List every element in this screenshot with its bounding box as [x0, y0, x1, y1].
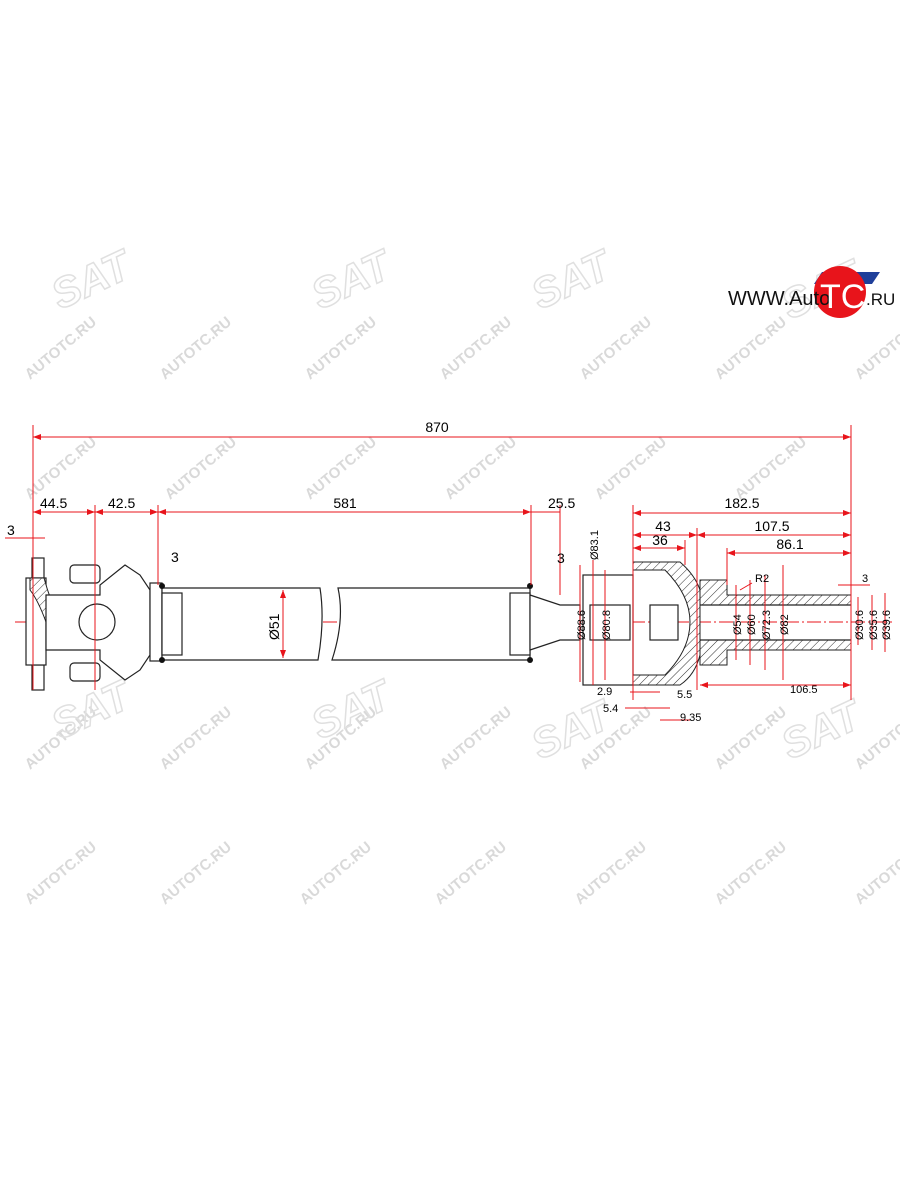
dim-tube-dia: Ø51	[266, 613, 282, 640]
dim-dia-60: Ø60	[746, 614, 758, 635]
dimension-lines	[5, 425, 886, 721]
dim-cv-total: 182.5	[724, 495, 759, 511]
weld-callout-left: 3	[171, 549, 179, 565]
logo-brand: TC	[820, 278, 865, 316]
watermark-text: AUTOTC.RU	[157, 838, 235, 908]
watermark-text: AUTOTC.RU	[572, 838, 650, 908]
watermark-text: AUTOTC.RU	[432, 838, 510, 908]
watermark-text: AUTOTC.RU	[437, 703, 515, 773]
watermark-text: AUTOTC.RU	[712, 313, 790, 383]
dim-5-5: 5.5	[677, 689, 692, 701]
watermark-text: AUTOTC.RU	[852, 313, 900, 383]
dim-dia-88-6: Ø88.6	[576, 610, 588, 640]
dim-dia-83-1: Ø83.1	[589, 530, 601, 560]
dim-dia-80-8: Ø80.8	[601, 610, 613, 640]
shaft-tube	[159, 583, 581, 663]
watermark-text: AUTOTC.RU	[592, 433, 670, 503]
watermark-text: AUTOTC.RU	[442, 433, 520, 503]
watermark-text: AUTOTC.RU	[437, 313, 515, 383]
watermark-logo: SAT	[44, 240, 140, 318]
dim-flange-thk: 3	[7, 522, 15, 538]
dim-dia-54: Ø54	[732, 614, 744, 635]
watermark-text: AUTOTC.RU	[577, 313, 655, 383]
flange-yoke	[25, 557, 163, 691]
dim-dia-35-6: Ø35.6	[868, 610, 880, 640]
watermark-text: AUTOTC.RU	[852, 838, 900, 908]
watermark-text: AUTOTC.RU	[302, 433, 380, 503]
watermark-text: AUTOTC.RU	[157, 313, 235, 383]
dim-yoke1: 44.5	[40, 495, 67, 511]
dim-dia-82: Ø82	[779, 614, 791, 635]
dim-106-5: 106.5	[790, 684, 818, 696]
dim-dia-72-3: Ø72.3	[761, 610, 773, 640]
watermark-text: AUTOTC.RU	[852, 703, 900, 773]
watermark-text: AUTOTC.RU	[162, 433, 240, 503]
weld-callout-right: 3	[557, 550, 565, 566]
dim-radius: R2	[755, 573, 769, 585]
dim-86-1: 86.1	[776, 536, 803, 552]
watermark-logo: SAT	[524, 240, 620, 318]
dim-36: 36	[652, 532, 668, 548]
dim-tube: 581	[333, 495, 357, 511]
dim-overall: 870	[425, 419, 449, 435]
logo-suffix: .RU	[866, 290, 895, 309]
dim-2-9: 2.9	[597, 686, 612, 698]
watermark-text: AUTOTC.RU	[732, 433, 810, 503]
dimension-labels: 870 3 44.5 42.5 581 25.5 182.5 43 107.5 …	[7, 419, 893, 724]
watermark-logo: SAT	[44, 670, 140, 748]
dim-5-4: 5.4	[603, 703, 618, 715]
dim-weld-right: 25.5	[548, 495, 575, 511]
dim-chamfer: 3	[862, 573, 868, 585]
watermark-text: AUTOTC.RU	[22, 838, 100, 908]
watermark-text: AUTOTC.RU	[712, 838, 790, 908]
watermark-logo: SAT	[304, 240, 400, 318]
watermark-text: AUTOTC.RU	[712, 703, 790, 773]
dim-dia-39-6: Ø39.6	[881, 610, 893, 640]
watermark-text: AUTOTC.RU	[157, 703, 235, 773]
watermark-text: AUTOTC.RU	[22, 313, 100, 383]
dim-dia-30-6: Ø30.6	[854, 610, 866, 640]
dim-9-35: 9.35	[680, 712, 701, 724]
logo-prefix: WWW.Auto	[728, 288, 830, 310]
watermark-text: AUTOTC.RU	[302, 313, 380, 383]
autotc-logo: WWW.Auto TC .RU	[728, 266, 895, 318]
watermark-text: AUTOTC.RU	[297, 838, 375, 908]
dim-43: 43	[655, 518, 671, 534]
cv-joint	[582, 561, 852, 686]
dim-yoke2: 42.5	[108, 495, 135, 511]
dim-107-5: 107.5	[754, 518, 789, 534]
